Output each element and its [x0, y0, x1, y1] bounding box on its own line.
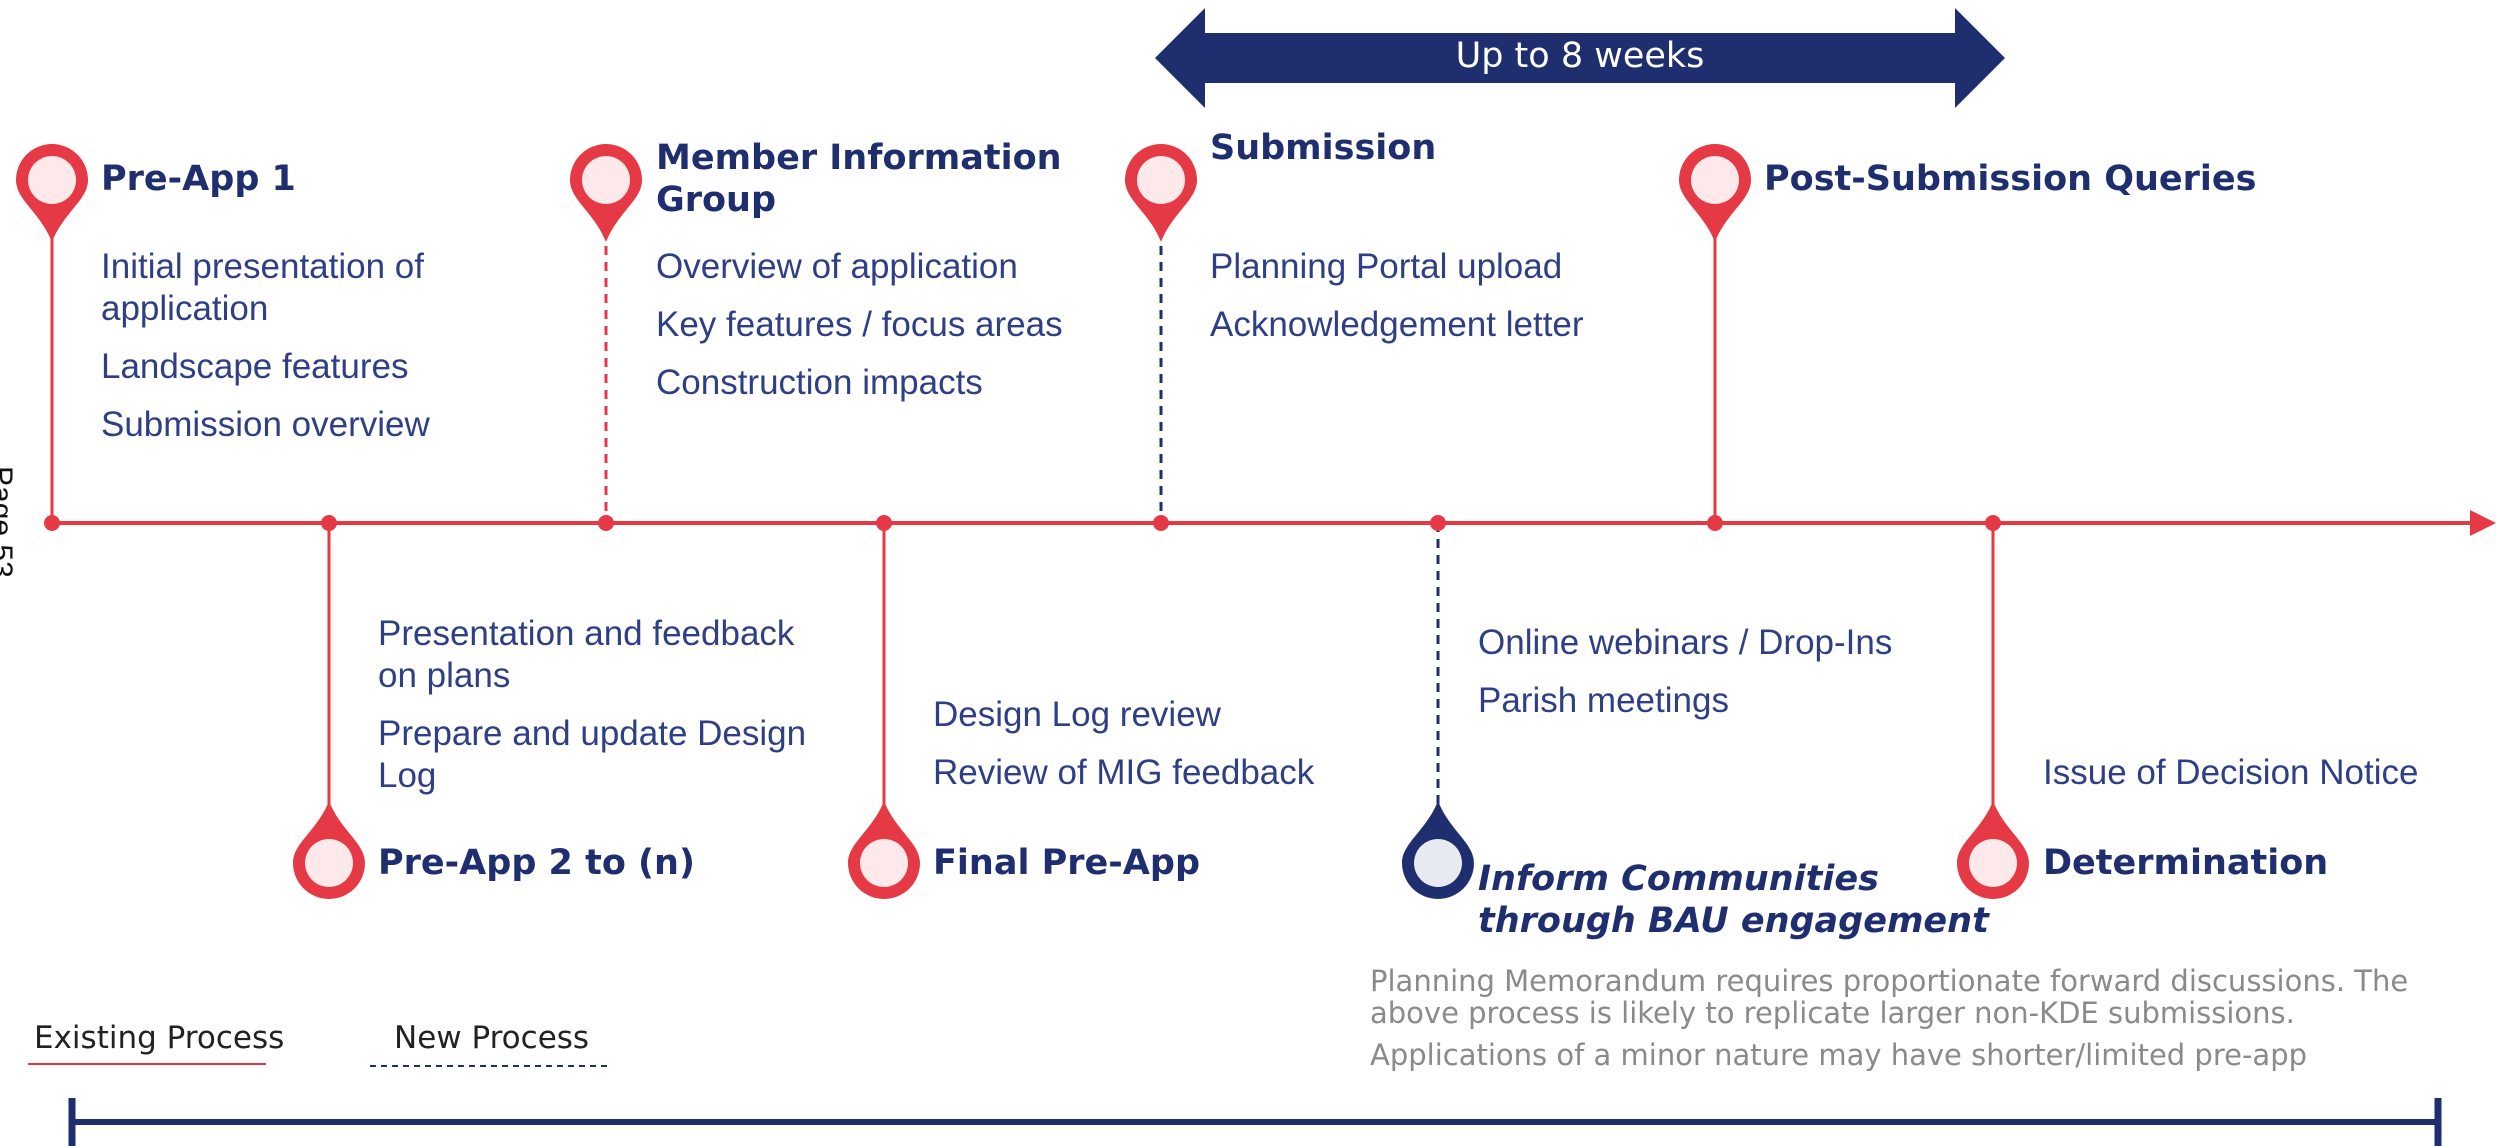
final-pre-app-items: Design Log review Review of MIG feedback [933, 694, 1403, 810]
timeline-dot [1153, 515, 1169, 531]
mig-item: Construction impacts [656, 363, 983, 402]
pre-app-1-item: Submission overview [101, 405, 430, 444]
planning-note-line: Applications of a minor nature may have … [1370, 1038, 2308, 1072]
mig-item: Key features / focus areas [656, 305, 1063, 344]
post-submission-title: Post-Submission Queries [1764, 159, 2257, 199]
submission-title: Submission [1210, 128, 1437, 168]
submission-item: Planning Portal upload [1210, 247, 1563, 286]
pin-pre-app-2-icon [293, 801, 365, 899]
timeline-arrowhead [2470, 510, 2496, 536]
pin-mig-icon [570, 144, 642, 242]
legend-new-label: New Process [394, 1020, 590, 1056]
inform-title-line: through BAU engagement [1478, 901, 1989, 941]
duration-banner-arrow [1155, 8, 2005, 108]
pin-pre-app-1-icon [16, 144, 88, 242]
timeline-dot [1430, 515, 1446, 531]
planning-note-line: Planning Memorandum requires proportiona… [1370, 964, 2409, 1030]
legend-existing-label: Existing Process [34, 1020, 285, 1056]
submission-item: Acknowledgement letter [1210, 305, 1584, 344]
timeline-dot [598, 515, 614, 531]
page-number-label: Page 53 [0, 466, 18, 578]
submission-items: Planning Portal upload Acknowledgement l… [1210, 246, 1680, 362]
timeline-dot [321, 515, 337, 531]
inform-item: Online webinars / Drop-Ins [1478, 623, 1893, 662]
mig-items: Overview of application Key features / f… [656, 246, 1126, 420]
pre-app-1-item: Landscape features [101, 347, 409, 386]
pin-determination-icon [1957, 801, 2029, 899]
pin-post-submission-icon [1679, 144, 1751, 242]
pre-app-2-title: Pre-App 2 to (n) [378, 843, 695, 883]
determination-item: Issue of Decision Notice [2043, 753, 2419, 792]
final-pre-app-title: Final Pre-App [933, 843, 1200, 883]
pin-submission-icon [1125, 144, 1197, 242]
final-pre-app-item: Review of MIG feedback [933, 753, 1315, 792]
timeline-dot [1707, 515, 1723, 531]
timeline-dot [876, 515, 892, 531]
inform-items: Online webinars / Drop-Ins Parish meetin… [1478, 622, 1948, 738]
timeline-dot [1985, 515, 2001, 531]
pin-final-pre-app-icon [848, 801, 920, 899]
inform-title: Inform Communities through BAU engagemen… [1478, 858, 1989, 942]
final-pre-app-item: Design Log review [933, 695, 1221, 734]
pre-app-1-item: Initial presentation of application [101, 247, 424, 328]
determination-items: Issue of Decision Notice [2043, 752, 2483, 810]
pin-inform-communities-icon [1402, 801, 1474, 899]
mig-title: Member Information Group [656, 137, 1062, 221]
planning-note: Planning Memorandum requires proportiona… [1370, 965, 2480, 1081]
determination-title: Determination [2043, 843, 2329, 883]
duration-banner-label: Up to 8 weeks [1455, 36, 1705, 76]
mig-title-line: Member Information [656, 138, 1062, 178]
timeline-dot [44, 515, 60, 531]
pre-app-2-items: Presentation and feedback on plans Prepa… [378, 613, 838, 813]
pre-app-2-item: Presentation and feedback on plans [378, 614, 795, 695]
inform-title-line: Inform Communities [1478, 859, 1879, 899]
pre-app-1-title: Pre-App 1 [101, 159, 296, 199]
inform-item: Parish meetings [1478, 681, 1729, 720]
pre-app-2-item: Prepare and update Design Log [378, 714, 807, 795]
mig-item: Overview of application [656, 247, 1018, 286]
mig-title-line: Group [656, 180, 777, 220]
pre-app-1-items: Initial presentation of application Land… [101, 246, 481, 462]
